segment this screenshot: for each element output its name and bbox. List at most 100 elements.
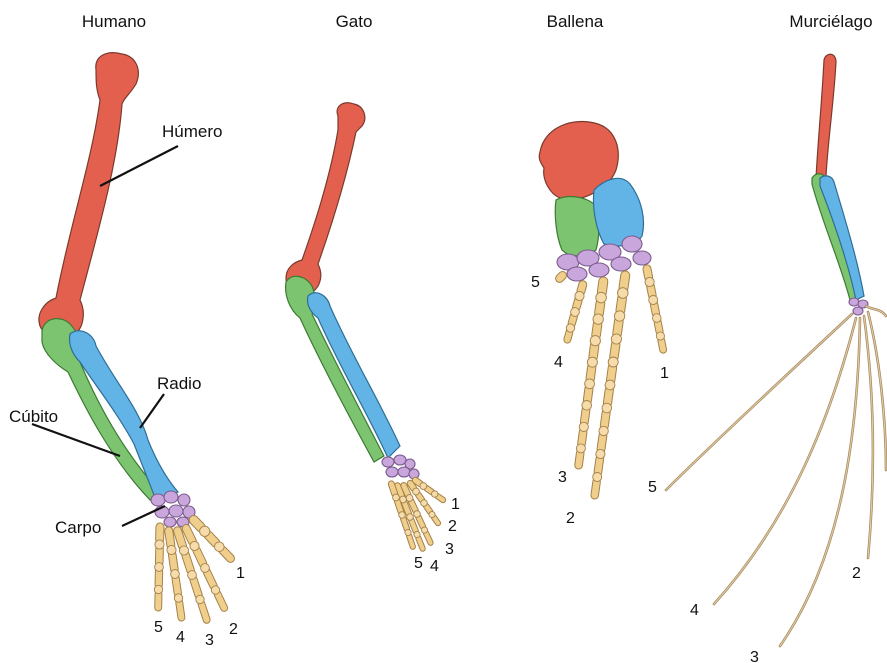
human-finger-3-joint (188, 571, 197, 580)
whale-finger-3-joint (579, 422, 588, 431)
whale-finger-4-joint (575, 291, 584, 300)
label-humerus: Húmero (162, 122, 222, 141)
human-ulna (42, 319, 160, 500)
whale-finger-4-joint (571, 308, 580, 317)
cat-finger-2-joint (429, 511, 435, 517)
human-finger-2-joint (211, 586, 219, 594)
human-digit-4: 4 (176, 629, 185, 646)
cat-ulna (286, 276, 384, 462)
human-finger-2-joint (201, 564, 210, 573)
bat-digit-3: 3 (750, 649, 759, 663)
leader-radius (140, 394, 164, 428)
human-finger-2-joint (190, 541, 199, 550)
cat-finger-1-joint (432, 491, 438, 497)
whale-finger-3-joint (596, 292, 607, 303)
cat-finger-4-joint (414, 531, 420, 537)
whale-finger-3-joint (582, 401, 592, 411)
human-finger-1-joint (200, 526, 210, 536)
whale-finger-2-joint (611, 334, 621, 344)
whale-digit-3: 3 (558, 469, 567, 486)
cat-humerus (286, 103, 365, 295)
cat-digit-2: 2 (448, 518, 457, 535)
cat-finger-5-joint (393, 494, 400, 501)
cat-digit-5: 5 (414, 555, 423, 572)
cat-radius (307, 293, 400, 458)
cat-finger-4-joint (407, 514, 414, 521)
whale-flipper (539, 122, 667, 500)
title-cat: Gato (336, 12, 373, 31)
whale-finger-2-joint (614, 311, 624, 321)
cat-digit-1: 1 (451, 496, 460, 513)
human-phalanges (154, 514, 236, 625)
whale-ulna (555, 197, 599, 256)
whale-digit-1: 1 (660, 365, 669, 382)
title-bat: Murciélago (789, 12, 872, 31)
whale-finger-4 (563, 280, 588, 344)
cat-finger-2-joint (413, 488, 420, 495)
title-whale: Ballena (547, 12, 604, 31)
whale-finger-1-joint (649, 296, 658, 305)
cat-finger-2-joint (421, 500, 428, 507)
human-digit-3: 3 (205, 632, 214, 649)
human-digit-1: 1 (236, 565, 245, 582)
human-finger-5 (154, 523, 164, 611)
bat-radius (820, 176, 864, 300)
whale-finger-2-joint (618, 288, 629, 299)
cat-finger-3-joint (414, 511, 421, 518)
cat-finger-3-joint (406, 495, 413, 502)
whale-finger-2-joint (596, 449, 605, 458)
whale-digit-4: 4 (554, 354, 563, 371)
label-radius: Radio (157, 374, 201, 393)
whale-finger-1 (642, 264, 667, 354)
whale-finger-3-joint (576, 444, 585, 453)
whale-finger-1-joint (645, 277, 654, 286)
human-radius (69, 331, 178, 500)
human-humerus (39, 53, 138, 338)
human-finger-5-joint (154, 585, 162, 593)
whale-finger-4-joint (566, 324, 574, 332)
whale-finger-5 (554, 270, 568, 284)
bat-finger-3 (780, 318, 860, 646)
cat-finger-5-joint (405, 529, 411, 535)
whale-finger-5-segment (554, 270, 568, 284)
human-digit-5: 5 (154, 619, 163, 636)
whale-digit-5: 5 (531, 274, 540, 291)
label-carpus: Carpo (55, 518, 101, 537)
whale-finger-2-joint (593, 473, 602, 482)
whale-digit-2: 2 (566, 510, 575, 527)
whale-radius (593, 178, 643, 246)
whale-finger-3-joint (587, 357, 597, 367)
human-finger-3-joint (179, 546, 188, 555)
whale-finger-1-joint (653, 314, 662, 323)
whale-finger-2-joint (602, 403, 612, 413)
bat-phalanges (666, 312, 886, 646)
human-finger-4-joint (171, 570, 180, 579)
bat-digit-2: 2 (852, 565, 861, 582)
human-digit-2: 2 (229, 621, 238, 638)
bat-digit-5: 5 (648, 479, 657, 496)
whale-finger-2-joint (599, 426, 608, 435)
human-finger-1-joint (215, 542, 225, 552)
human-finger-3-joint (196, 595, 204, 603)
whale-finger-3-joint (585, 379, 595, 389)
cat-finger-5-joint (399, 512, 406, 519)
bat-digit-4: 4 (690, 602, 699, 619)
human-finger-5-joint (155, 563, 164, 572)
cat-leg (286, 103, 447, 552)
cat-phalanges (388, 476, 447, 552)
title-human: Humano (82, 12, 146, 31)
whale-finger-2-joint (605, 380, 615, 390)
cat-digit-3: 3 (445, 541, 454, 558)
bat-humerus (816, 54, 836, 178)
label-ulna: Cúbito (9, 407, 58, 426)
cat-carpals (382, 455, 419, 479)
human-finger-5-joint (155, 540, 164, 549)
whale-finger-3-joint (593, 314, 603, 324)
cat-finger-1-joint (420, 483, 427, 490)
bat-finger-4 (714, 318, 856, 604)
whale-phalanges (554, 264, 667, 499)
whale-finger-1-joint (656, 332, 664, 340)
bat-wing (666, 54, 886, 646)
human-finger-4-joint (167, 545, 176, 554)
